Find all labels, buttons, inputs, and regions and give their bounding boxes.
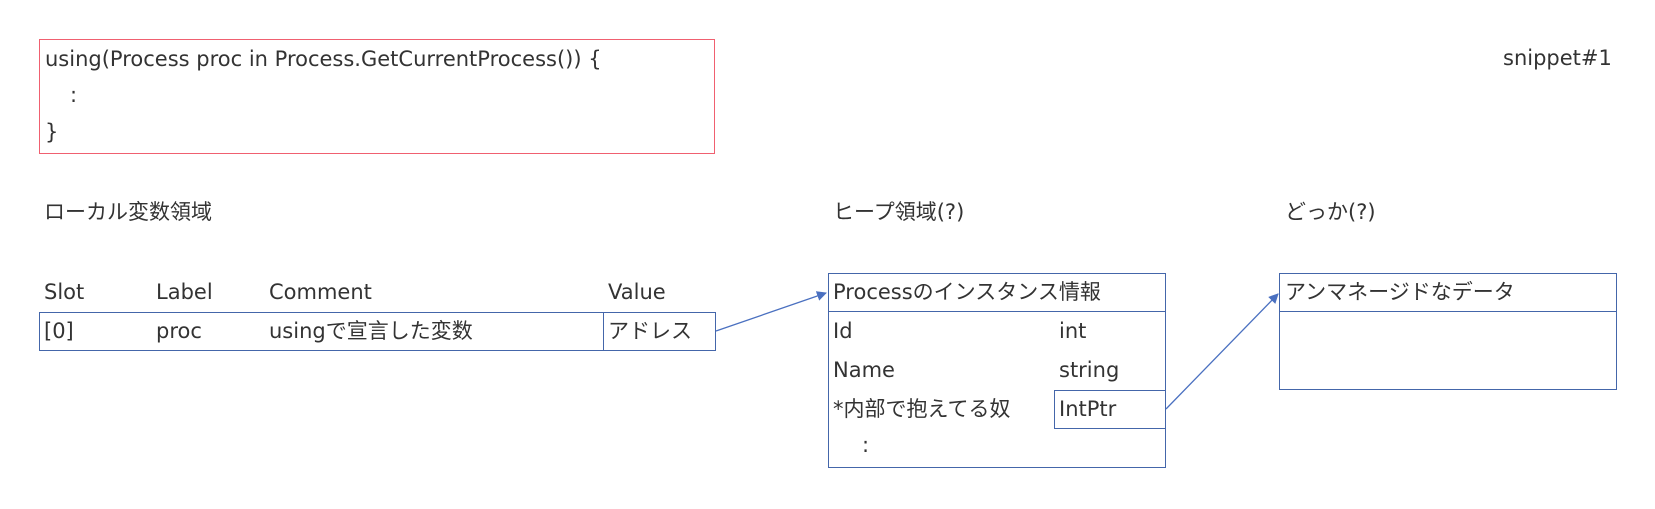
- field-name: *内部で抱えてる奴: [833, 397, 1011, 421]
- row-label: proc: [156, 319, 202, 343]
- unmanaged-data-divider: [1279, 311, 1617, 312]
- value-cell: [603, 312, 716, 351]
- process-instance-box: [828, 273, 1166, 468]
- arrow-intptr-to-unmanaged: [1165, 293, 1279, 410]
- code-snippet-box: using(Process proc in Process.GetCurrent…: [39, 39, 715, 154]
- code-line-3: }: [45, 120, 59, 144]
- field-type: int: [1059, 319, 1087, 343]
- section-local-heading: ローカル変数領域: [44, 200, 212, 224]
- header-slot: Slot: [44, 280, 85, 304]
- unmanaged-data-title: アンマネージドなデータ: [1285, 280, 1515, 304]
- field-name: Id: [833, 319, 853, 343]
- code-line-2: :: [70, 83, 78, 107]
- process-instance-title: Processのインスタンス情報: [833, 280, 1101, 304]
- code-line-1: using(Process proc in Process.GetCurrent…: [45, 47, 602, 71]
- process-instance-divider: [828, 311, 1166, 312]
- arrow-address-to-instance: [715, 291, 827, 332]
- row-comment: usingで宣言した変数: [269, 319, 473, 343]
- header-label: Label: [156, 280, 213, 304]
- field-type: string: [1059, 358, 1120, 382]
- intptr-cell: [1054, 390, 1166, 429]
- field-name: Name: [833, 358, 895, 382]
- snippet-label: snippet#1: [1503, 46, 1612, 70]
- header-comment: Comment: [269, 280, 372, 304]
- section-somewhere-heading: どっか(?): [1285, 200, 1376, 224]
- section-heap-heading: ヒープ領域(?): [833, 200, 965, 224]
- row-slot: [0]: [44, 319, 74, 343]
- row-value: アドレス: [608, 319, 692, 343]
- field-type: IntPtr: [1059, 397, 1117, 421]
- field-ellipsis: :: [862, 433, 870, 457]
- unmanaged-data-box: [1279, 273, 1617, 390]
- header-value: Value: [608, 280, 666, 304]
